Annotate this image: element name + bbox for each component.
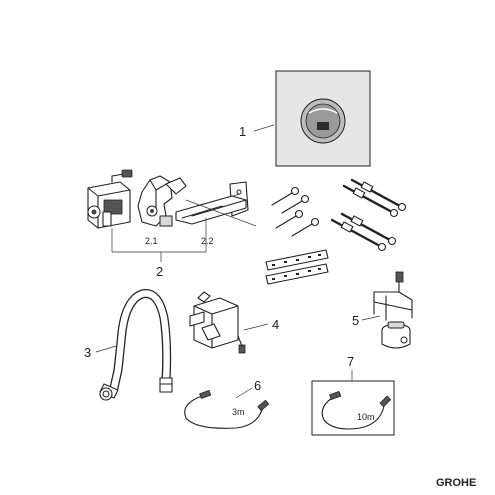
- sensor-bracket: [373, 271, 413, 349]
- label-item-1: 1: [239, 124, 246, 139]
- label-item-2-1: 2.1: [145, 236, 158, 246]
- cover-plate: [275, 70, 371, 167]
- label-item-5: 5: [352, 313, 359, 328]
- flexible-hose: [99, 289, 173, 401]
- label-item-2: 2: [156, 264, 163, 279]
- concealed-box: [189, 291, 246, 354]
- mounting-bracket: [175, 181, 257, 227]
- valve-bracket-assembly: [87, 169, 133, 229]
- label-item-6: 6: [254, 378, 261, 393]
- label-item-4: 4: [272, 317, 279, 332]
- label-cable-3m: 3m: [232, 407, 245, 417]
- mounting-strips: [265, 249, 329, 285]
- label-item-2-2: 2.2: [201, 236, 214, 246]
- cable-10m-package: [311, 380, 395, 436]
- label-item-3: 3: [84, 345, 91, 360]
- brand-logo: GROHE: [436, 477, 476, 489]
- label-item-7: 7: [347, 354, 354, 369]
- label-cable-10m: 10m: [357, 412, 375, 422]
- valve-body: [137, 175, 187, 227]
- screw-set-short: [271, 186, 320, 237]
- anchor-bolts: [330, 178, 407, 252]
- cable-3m: [184, 389, 270, 429]
